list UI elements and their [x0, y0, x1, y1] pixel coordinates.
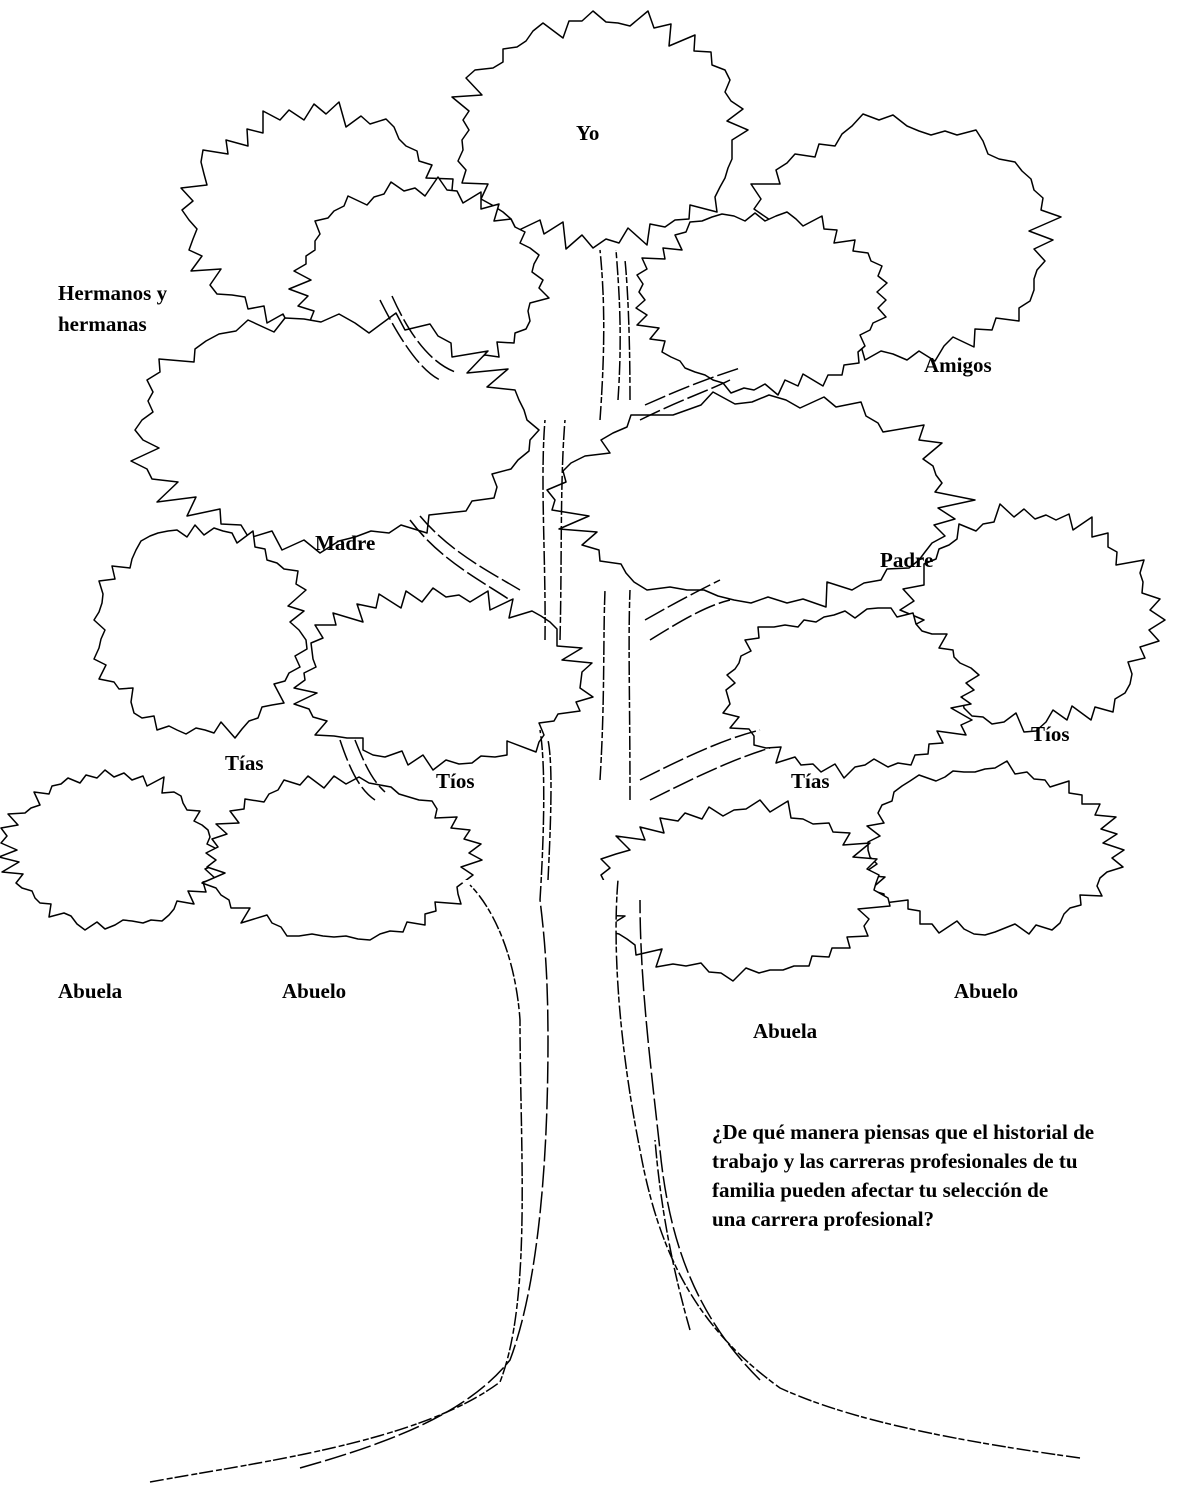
label-abuela-left: Abuela — [58, 978, 122, 1004]
label-yo: Yo — [576, 120, 599, 146]
crown-abuela-left — [0, 770, 219, 930]
label-abuelo-left: Abuelo — [282, 978, 346, 1004]
label-amigos: Amigos — [924, 352, 992, 378]
label-abuelo-right: Abuelo — [954, 978, 1018, 1004]
crown-tias-left — [94, 525, 307, 738]
crown-abuela-right — [587, 800, 890, 981]
crown-padre-low — [723, 608, 979, 778]
question-line-4: una carrera profesional? — [712, 1205, 1194, 1234]
reflection-question: ¿De qué manera piensas que el historial … — [712, 1118, 1194, 1234]
crown-abuelo-right — [861, 761, 1124, 935]
label-tios-left: Tíos — [436, 768, 475, 794]
question-line-2: trabajo y las carreras profesionales de … — [712, 1147, 1194, 1176]
label-tias-left: Tías — [225, 750, 264, 776]
label-abuela-right: Abuela — [753, 1018, 817, 1044]
label-padre: Padre — [880, 547, 933, 573]
question-line-1: ¿De qué manera piensas que el historial … — [712, 1118, 1194, 1147]
label-hermanos-line1: Hermanos y — [58, 280, 167, 306]
question-line-3: familia pueden afectar tu selección de — [712, 1176, 1194, 1205]
crown-center — [547, 392, 975, 607]
crown-abuelo-left — [202, 776, 482, 940]
label-tios-right: Tíos — [1031, 721, 1070, 747]
label-tias-right: Tías — [791, 768, 830, 794]
label-hermanos-line2: hermanas — [58, 311, 147, 337]
label-madre: Madre — [315, 530, 375, 556]
